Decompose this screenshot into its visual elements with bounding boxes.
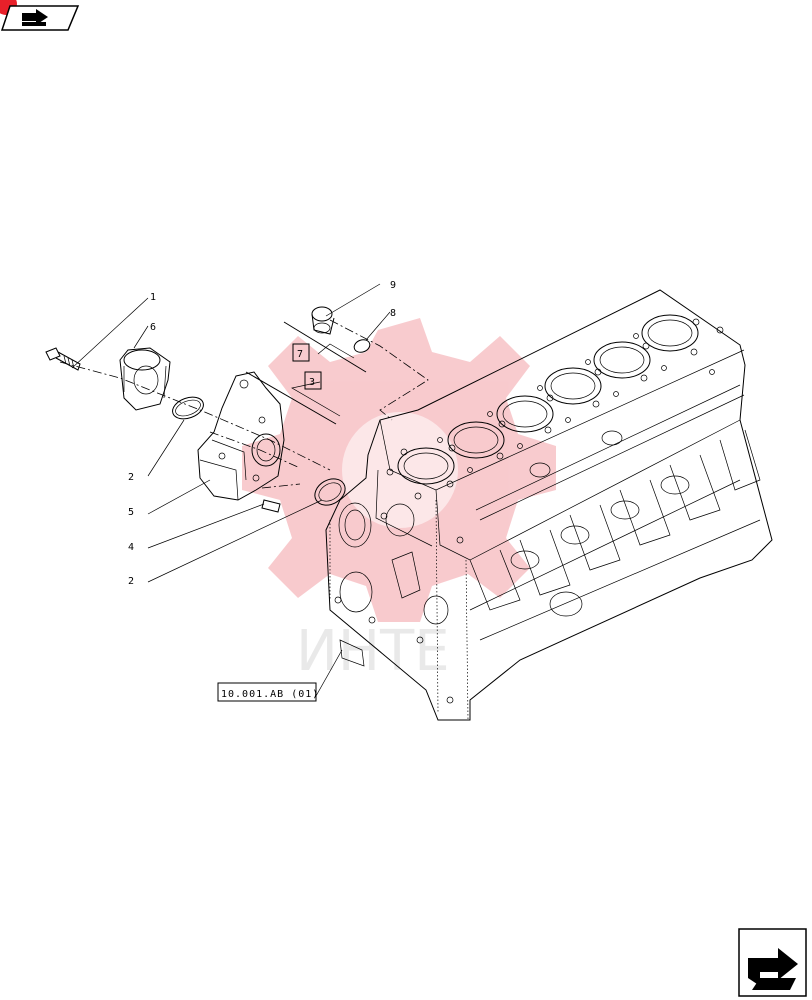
part-1-bolt (45, 347, 81, 371)
callout-7-box (292, 343, 310, 362)
folder-arrow-button[interactable] (0, 0, 82, 34)
watermark-text: ИНТЕ (296, 619, 450, 684)
part-5-housing (197, 371, 285, 501)
watermark-logo: ИНТЕ (242, 318, 556, 684)
next-page-arrow-icon (738, 928, 807, 997)
callout-6: 6 (150, 322, 156, 333)
reference-link[interactable]: 10.001.AB (01) (217, 682, 319, 702)
callout-2-lower: 2 (128, 576, 134, 587)
callout-5: 5 (128, 507, 134, 518)
folder-arrow-icon (0, 0, 80, 31)
part-2-oring-upper (172, 396, 204, 420)
callout-8: 8 (390, 308, 396, 319)
callout-9: 9 (390, 280, 396, 291)
reference-label[interactable]: 10.001.AB (01) (221, 689, 319, 700)
part-9-plug (311, 306, 335, 335)
callout-2-upper: 2 (128, 472, 134, 483)
part-6-flange (119, 347, 171, 411)
callout-3: 3 (309, 377, 315, 388)
callout-4: 4 (128, 542, 134, 553)
part-2-oring-lower (314, 478, 346, 506)
engine-block (325, 289, 773, 721)
leader-lines (71, 283, 391, 697)
callout-3-box (304, 371, 322, 390)
part-8-oring (353, 339, 371, 353)
callout-1: 1 (150, 292, 156, 303)
callout-7: 7 (297, 349, 303, 360)
next-page-button[interactable] (738, 928, 808, 998)
part-4-pin (261, 499, 281, 513)
